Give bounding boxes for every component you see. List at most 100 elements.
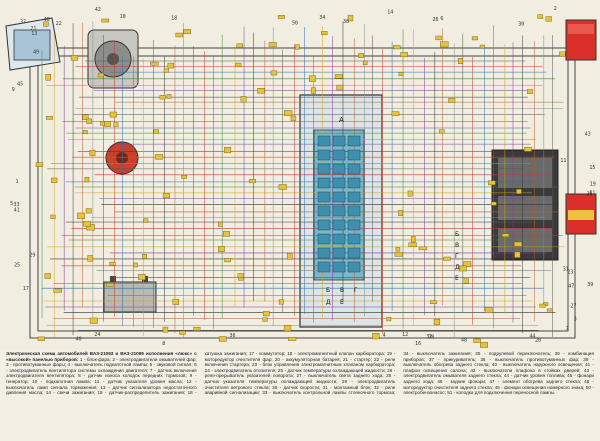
connector [53, 288, 62, 293]
fuse-cell [317, 149, 331, 161]
connector [236, 43, 244, 48]
connector [89, 317, 98, 324]
connector [106, 283, 114, 287]
connector [166, 94, 172, 99]
left-headlamp [5, 17, 61, 71]
connector [83, 221, 91, 227]
diagram-legend: 1 - блок-фара; 2 - электродвигатели омыв… [6, 351, 594, 396]
connector [270, 70, 278, 76]
connector [77, 212, 85, 220]
fuse-cells [317, 135, 361, 273]
connector [181, 174, 188, 179]
component-number: 38 [343, 19, 349, 25]
connector [163, 68, 169, 73]
ignition-distributor [105, 141, 139, 175]
fuse-cell [332, 261, 346, 273]
component-number: 29 [29, 253, 35, 259]
fuse-cell [317, 163, 331, 175]
right-letter: Д [455, 264, 460, 271]
component-number: 13 [31, 31, 37, 37]
fuse-cell [317, 135, 331, 147]
connector [35, 162, 44, 167]
diagram-caption: Электрическая схема автомобилей ВАЗ-2109… [6, 351, 594, 439]
connector [438, 129, 445, 134]
component-number: 22 [56, 21, 62, 27]
connector [223, 230, 230, 237]
connector [334, 74, 343, 79]
component-number: 27 [571, 304, 577, 310]
component-number: 49 [33, 50, 39, 56]
fuse-cell [347, 233, 361, 245]
block-letter: Б [326, 287, 330, 294]
connector [97, 72, 104, 78]
connector [398, 210, 403, 216]
connector [85, 208, 92, 214]
connector [162, 193, 170, 199]
component-number: 28 [428, 335, 434, 341]
connector [473, 338, 481, 343]
connector [347, 14, 354, 22]
connector [143, 218, 149, 223]
connector [488, 180, 496, 186]
component-number: 21 [30, 26, 36, 32]
component-number: 12 [402, 332, 408, 338]
connector [45, 74, 51, 81]
fuse-cell [332, 233, 346, 245]
connector [262, 317, 268, 322]
connector [167, 62, 174, 69]
fuse-cell [317, 191, 331, 203]
component-number: 26 [433, 17, 439, 23]
connector [435, 35, 442, 41]
connector [155, 154, 164, 160]
right-tail-lamps [565, 19, 597, 235]
connector-set [35, 14, 566, 348]
component-number: 18 [171, 15, 177, 21]
connector [237, 273, 244, 278]
instrument-cluster [491, 149, 559, 261]
component-number: 47 [568, 283, 574, 289]
component-number: 5 [10, 201, 13, 207]
fuse-cell [332, 191, 346, 203]
connector [37, 336, 45, 341]
fuse-cell [347, 135, 361, 147]
component-number: 50 [292, 20, 298, 26]
connector [175, 32, 184, 38]
connector [514, 241, 523, 247]
component-number: 1 [16, 179, 19, 185]
right-letter: Г [455, 253, 459, 260]
connector [372, 333, 380, 340]
fuse-cell [317, 247, 331, 259]
fuse-cell [347, 163, 361, 175]
right-letter: В [455, 242, 459, 249]
component-number: 44 [529, 334, 535, 340]
fuse-cell [317, 261, 331, 273]
connector [109, 111, 117, 118]
fuse-cell [317, 177, 331, 189]
connector [407, 190, 413, 197]
component-number: 3 [574, 317, 577, 323]
connector [336, 84, 344, 91]
connector [257, 88, 265, 94]
fuse-cell [347, 177, 361, 189]
component-number: 7 [566, 326, 569, 332]
right-letter: Б [455, 231, 459, 238]
connector [162, 326, 169, 333]
component-number: 46 [44, 17, 50, 23]
component-number: 8 [162, 341, 165, 347]
component-number-labels: 1234567891011121314151617181920212223242… [10, 6, 596, 347]
generator [87, 29, 139, 89]
component-number: 41 [14, 207, 20, 213]
block-letter: Г [354, 287, 358, 294]
connector [89, 149, 96, 156]
component-number: 19 [590, 181, 596, 187]
connector [539, 303, 546, 308]
connector [193, 326, 201, 331]
fuse-cell [317, 219, 331, 231]
connector [50, 214, 56, 219]
connector [248, 179, 256, 184]
component-number: 25 [14, 262, 20, 268]
connector [311, 87, 316, 94]
connector [321, 31, 328, 36]
connector [440, 41, 449, 48]
